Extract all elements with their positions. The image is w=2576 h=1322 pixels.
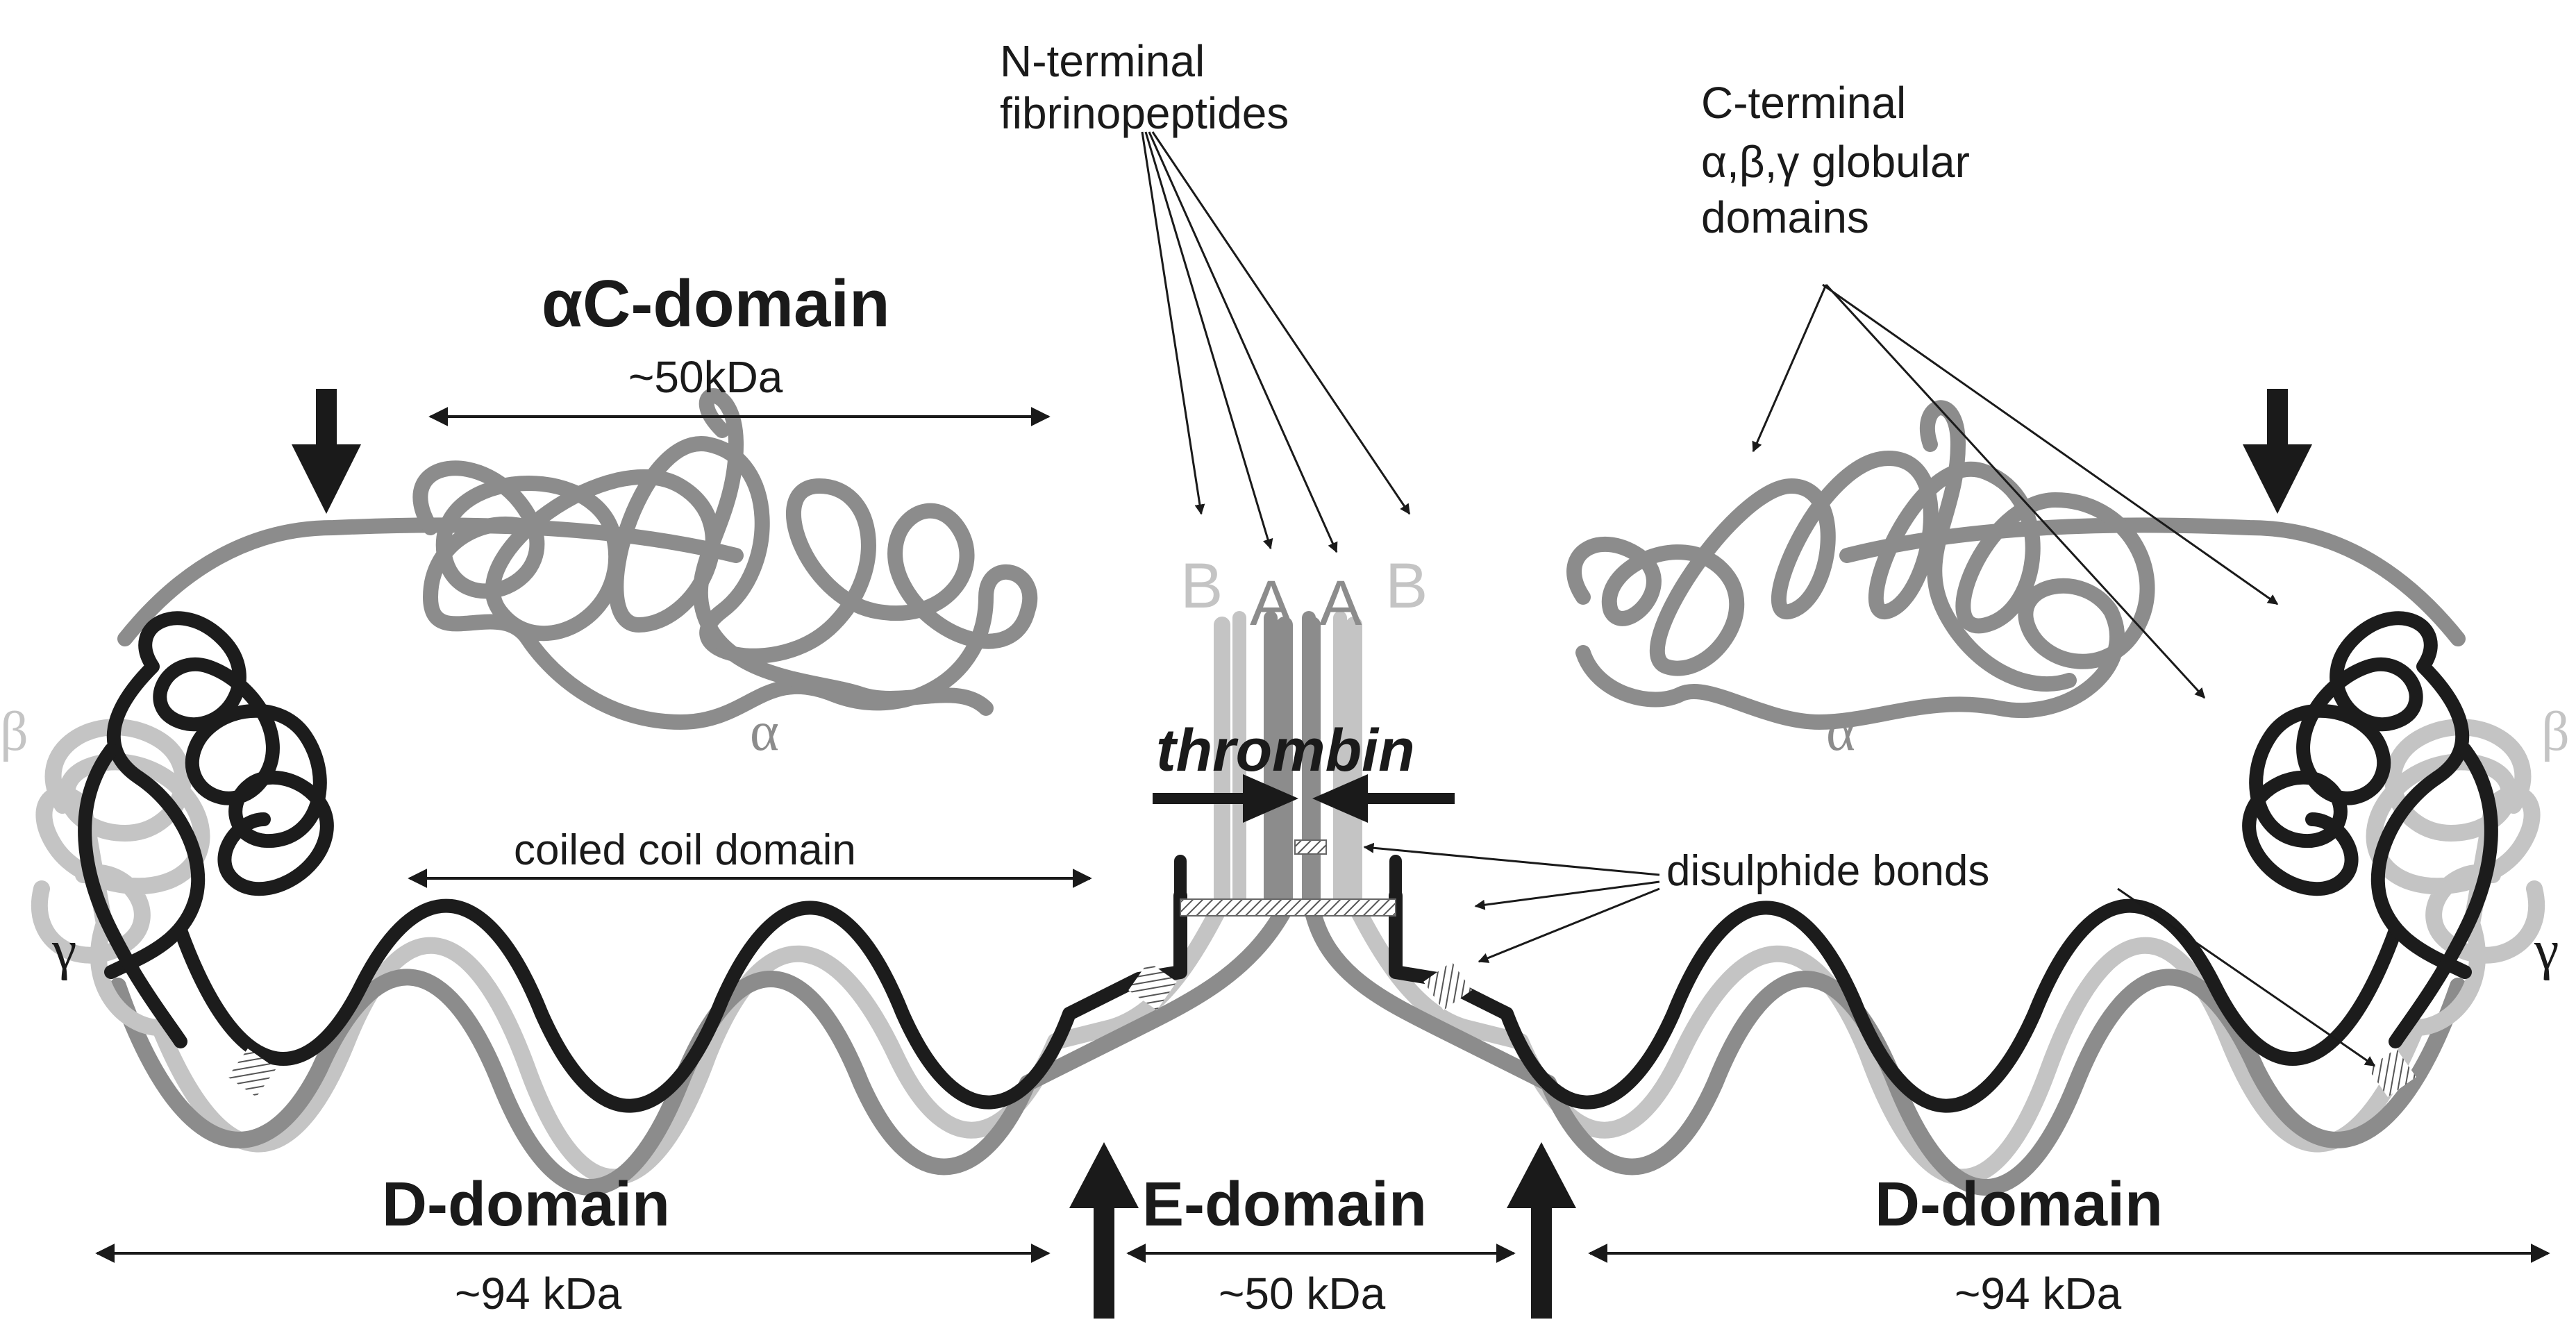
globular-pointer-1: [1753, 285, 1826, 451]
disulphide-bridge-thrombin: [1295, 840, 1326, 854]
cleavage-arrow-e-right: [1507, 1142, 1576, 1319]
e-domain-label: E-domain: [1142, 1170, 1427, 1239]
globular-domain-left: [40, 618, 327, 1041]
fibrinopeptide-pointer-3: [1149, 132, 1337, 552]
cleavage-arrow-e-left: [1069, 1142, 1139, 1319]
beta-chain-right-label: β: [2541, 701, 2570, 762]
c-terminal-label-line3: domains: [1701, 192, 1869, 242]
alpha-c-domain-label: αC-domain: [542, 267, 890, 341]
d-domain-right-mass: ~94 kDa: [1955, 1269, 2122, 1319]
disulphide-pointer-1: [1364, 847, 1659, 875]
alpha-chain-coil-left: [118, 625, 1285, 1187]
globular-pointer-3: [1826, 285, 2205, 698]
beta-chain-coil-left: [160, 625, 1222, 1177]
d-domain-left-mass: ~94 kDa: [455, 1269, 622, 1319]
c-terminal-label-line1: C-terminal: [1701, 78, 1906, 128]
disulphide-label: disulphide bonds: [1666, 847, 1989, 895]
e-domain-mass: ~50 kDa: [1219, 1269, 1386, 1319]
fibrinopeptide-a-right-label: A: [1319, 568, 1362, 639]
fibrinopeptide-b-left-label: B: [1180, 551, 1223, 621]
alpha-chain-right-label: α: [1826, 701, 1855, 762]
d-domain-right-label: D-domain: [1875, 1170, 2163, 1239]
gamma-chain-left-label: γ: [51, 920, 76, 981]
n-terminal-label-line1: N-terminal: [1000, 36, 1205, 86]
disulphide-bridge-e-domain: [1180, 899, 1396, 916]
c-terminal-label-line2: α,β,γ globular: [1701, 137, 1970, 187]
fibrinopeptide-b-right-label: B: [1385, 551, 1428, 621]
alpha-c-tangle-left-2: [701, 396, 986, 708]
d-domain-left-label: D-domain: [382, 1170, 670, 1239]
disulphide-pointer-2: [1475, 882, 1659, 906]
plasmin-arrow-right: [2243, 389, 2312, 514]
globular-domain-right: [2249, 618, 2536, 1041]
thrombin-label: thrombin: [1156, 717, 1415, 784]
fibrinopeptide-a-left-label: A: [1250, 568, 1293, 639]
fibrinopeptide-pointer-4: [1153, 132, 1410, 514]
alpha-c-domain-right: [1574, 408, 2458, 722]
alpha-chain-left-label: α: [750, 701, 779, 762]
beta-chain-left-label: β: [0, 701, 28, 762]
fibrinopeptide-pointer-2: [1146, 132, 1271, 549]
n-terminal-label-line2: fibrinopeptides: [1000, 88, 1289, 138]
coiled-coil-label: coiled coil domain: [514, 826, 856, 874]
gamma-chain-right-label: γ: [2534, 920, 2559, 981]
alpha-c-domain-left: [125, 396, 1030, 722]
plasmin-arrow-left: [292, 389, 361, 514]
disulphide-pointer-3: [1479, 889, 1659, 962]
coiled-coil-left: [118, 625, 1285, 1187]
alpha-c-mass-label: ~50kDa: [628, 352, 783, 402]
